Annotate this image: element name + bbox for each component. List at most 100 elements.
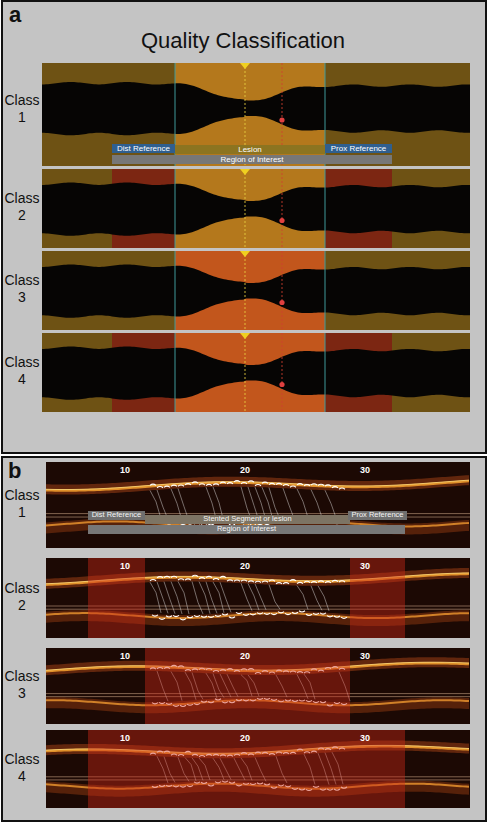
- stent-strut: [213, 484, 219, 485]
- segment-bar: Stented Segment or lesion: [145, 515, 350, 524]
- stent-strut: [311, 582, 317, 583]
- oct-image: [46, 730, 470, 808]
- boundary-line: [175, 251, 176, 330]
- segment-bar: Region of Interest: [88, 525, 405, 534]
- frame-number: 30: [353, 561, 377, 572]
- marker-dot: [279, 300, 284, 305]
- stent-strut: [150, 484, 156, 485]
- oct-image: [46, 648, 470, 724]
- text-holder: 10: [113, 733, 137, 744]
- stent-strut: [325, 490, 336, 517]
- segment-bar: Dist Reference: [88, 511, 145, 520]
- stent-strut: [257, 613, 263, 614]
- vessel-wall: [46, 481, 469, 490]
- stent-strut: [185, 484, 191, 485]
- angiography-strip: [42, 63, 470, 166]
- stent-strut: [290, 580, 296, 581]
- stent-strut: [276, 483, 282, 484]
- figure-panel: bDist ReferenceStented Segment or lesion…: [1, 456, 487, 822]
- text-holder: Class 2: [2, 580, 42, 614]
- stent-strut: [255, 484, 261, 485]
- stent-strut: [241, 483, 247, 484]
- angiography-strip: [42, 169, 470, 248]
- stent-strut: [192, 575, 198, 576]
- oct-ground: [46, 648, 470, 724]
- segment-bar: Prox Reference: [325, 144, 392, 153]
- frame-number: 20: [233, 651, 257, 662]
- text-holder: Class 4: [2, 354, 42, 388]
- stent-strut: [150, 582, 161, 613]
- boundary-line: [175, 169, 176, 248]
- stent-strut: [185, 579, 191, 580]
- stent-strut: [159, 618, 165, 619]
- figure-panel: aQuality ClassificationDist ReferenceLes…: [1, 0, 487, 454]
- frame-number: 20: [233, 733, 257, 744]
- stent-strut: [243, 614, 249, 615]
- stent-strut: [220, 576, 226, 577]
- vessel-wall: [46, 480, 469, 489]
- vessel-lumen: [42, 265, 470, 318]
- stent-strut: [262, 482, 268, 483]
- frame-number: 20: [233, 561, 257, 572]
- segment-label: Dist Reference: [115, 144, 172, 153]
- stent-strut: [178, 581, 189, 614]
- text-holder: 10: [113, 465, 137, 476]
- oct-image: [46, 462, 470, 548]
- oct-ground: [46, 730, 470, 808]
- stent-strut: [332, 580, 338, 581]
- stent-strut: [220, 582, 231, 612]
- stent-strut: [166, 616, 172, 617]
- stent-strut: [339, 488, 345, 489]
- stent-strut: [269, 483, 275, 484]
- marker-dot: [279, 117, 284, 122]
- stent-strut: [220, 482, 226, 483]
- text-holder: 30: [353, 561, 377, 572]
- text-holder: a: [9, 2, 39, 27]
- stent-strut: [278, 612, 284, 613]
- stent-strut: [276, 583, 282, 584]
- frame-number: 30: [353, 733, 377, 744]
- stent-strut: [264, 613, 270, 614]
- segment-label: Region of Interest: [215, 525, 278, 534]
- stent-strut: [236, 612, 242, 613]
- text-holder: 20: [233, 733, 257, 744]
- stent-strut: [327, 616, 333, 617]
- stent-strut: [320, 613, 326, 614]
- text-holder: 20: [233, 465, 257, 476]
- stent-strut: [255, 584, 266, 610]
- stent-strut: [271, 613, 277, 614]
- segment-label: Prox Reference: [349, 511, 405, 520]
- stent-strut: [215, 615, 221, 616]
- stent-strut: [199, 582, 210, 614]
- panel-title: Quality Classification: [23, 28, 463, 53]
- segment-bar: Region of Interest: [112, 155, 392, 164]
- stent-strut: [180, 619, 186, 620]
- stent-strut: [199, 484, 205, 485]
- stent-strut: [325, 485, 331, 486]
- stent-strut: [248, 481, 254, 482]
- stent-strut: [178, 579, 184, 580]
- stent-strut: [227, 483, 233, 484]
- frame-number: 20: [233, 465, 257, 476]
- stent-strut: [297, 582, 303, 583]
- stent-strut: [297, 489, 308, 518]
- stent-strut: [164, 576, 170, 577]
- stent-strut: [187, 617, 193, 618]
- panel-letter: b: [8, 458, 38, 483]
- stent-strut: [299, 611, 305, 612]
- minimum-line: [245, 251, 246, 330]
- stent-strut: [297, 586, 308, 610]
- class-label: Class 2: [2, 580, 42, 614]
- stent-strut: [164, 486, 170, 487]
- minimum-line: [245, 333, 246, 412]
- segment-bar: Dist Reference: [112, 144, 175, 153]
- stent-strut: [208, 616, 214, 617]
- stent-strut: [206, 484, 212, 485]
- quality-overlay: [350, 558, 405, 638]
- stent-strut: [199, 578, 205, 579]
- class-label: Class 4: [2, 354, 42, 388]
- frame-number: 10: [113, 651, 137, 662]
- oct-ground: [46, 462, 470, 548]
- oct-ground: [46, 558, 470, 638]
